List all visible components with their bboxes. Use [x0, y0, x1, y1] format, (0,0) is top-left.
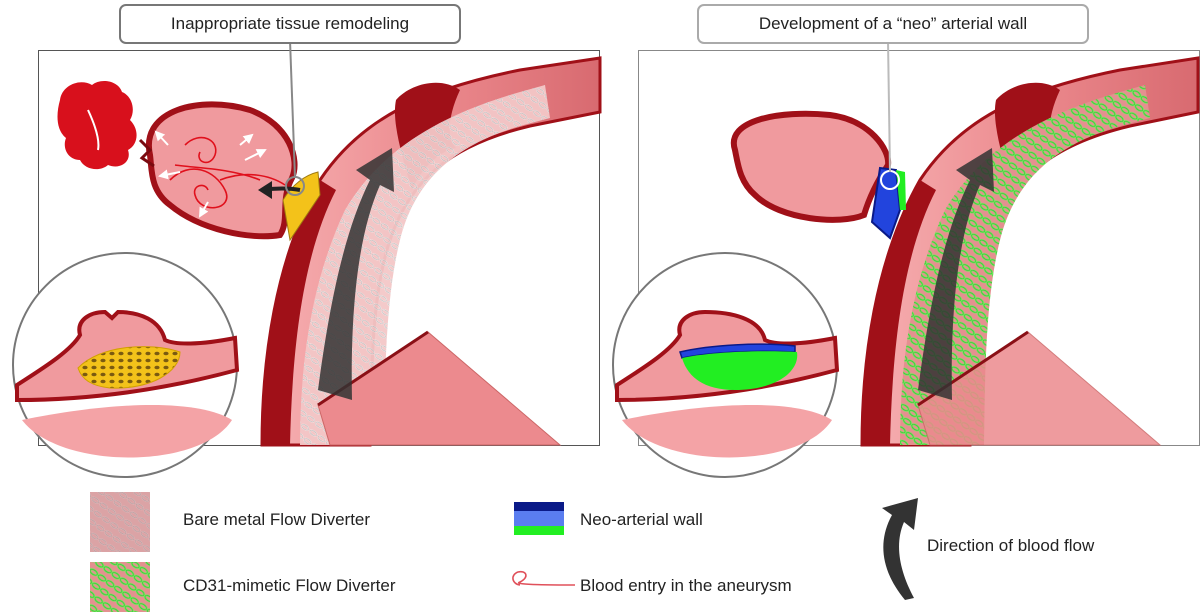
callout-inappropriate-remodeling: Inappropriate tissue remodeling: [119, 4, 461, 44]
legend-blood-flow-label: Direction of blood flow: [927, 536, 1095, 555]
left-vessel: [57, 56, 602, 447]
callout-pointer-right: [887, 39, 891, 173]
neo-wall-swatch: [514, 502, 564, 535]
legend-blood-entry-label: Blood entry in the aneurysm: [580, 576, 792, 595]
flow-direction-arrow-icon: [882, 498, 918, 600]
bare-metal-swatch: [90, 492, 150, 552]
right-vessel: [730, 56, 1200, 447]
blood-entry-icon: [512, 570, 576, 586]
callout-neo-arterial-wall: Development of a “neo” arterial wall: [697, 4, 1089, 44]
callout-pointer-left: [289, 39, 296, 179]
right-inset: [612, 252, 840, 478]
rupture-splash: [57, 80, 137, 170]
legend-bare-metal-label: Bare metal Flow Diverter: [183, 510, 371, 529]
left-inset: [12, 252, 240, 478]
legend-cd31-label: CD31-mimetic Flow Diverter: [183, 576, 396, 595]
cd31-swatch: [90, 562, 150, 612]
legend-neo-wall-label: Neo-arterial wall: [580, 510, 703, 529]
